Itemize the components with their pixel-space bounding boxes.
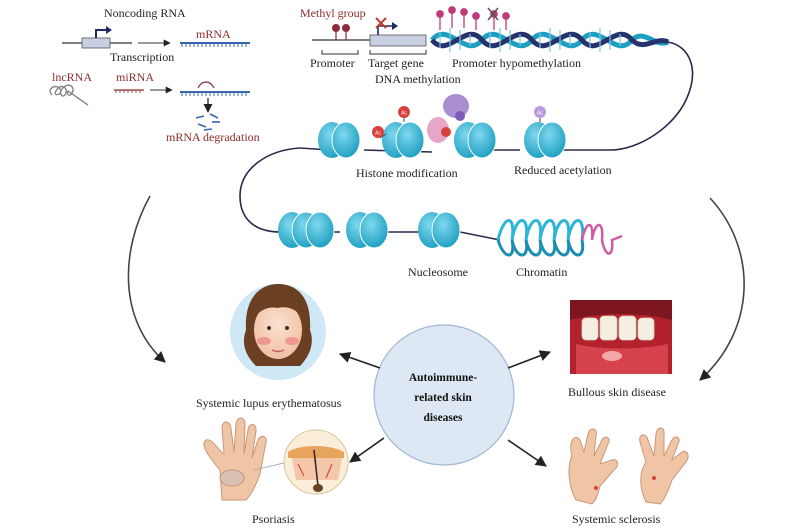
nucleosome-icon xyxy=(418,211,461,249)
acetyl-mark-icon: Ac xyxy=(534,106,546,122)
label-histone-modification: Histone modification xyxy=(356,166,458,180)
lupus-face-illustration xyxy=(230,284,326,380)
transcription-start-icon xyxy=(95,29,108,38)
label-target-gene: Target gene xyxy=(368,56,424,70)
dna-methylation-panel xyxy=(312,17,427,55)
psoriasis-hand-illustration xyxy=(203,417,289,501)
lncrna-icon xyxy=(49,84,89,106)
svg-text:Ac: Ac xyxy=(401,111,407,117)
label-nucleosome: Nucleosome xyxy=(408,265,468,279)
nucleosome-icon xyxy=(454,121,497,159)
label-dna-methylation: DNA methylation xyxy=(375,72,461,86)
degraded-mrna-fragments-icon xyxy=(195,113,220,131)
acetyl-mark-icon: Ac xyxy=(372,126,387,139)
left-flow-arrow xyxy=(127,195,166,363)
label-methyl-group: Methyl group xyxy=(300,6,366,20)
center-title-line-3: diseases xyxy=(423,412,463,424)
nucleosome-icon xyxy=(278,211,335,249)
blocked-transcription-icon xyxy=(375,17,387,29)
methyl-group-icon xyxy=(332,24,350,40)
label-promoter: Promoter xyxy=(310,56,355,70)
methyl-group-cluster-icon xyxy=(436,6,510,30)
arrow-to-sclerosis xyxy=(507,439,547,467)
nucleosome-icon xyxy=(318,121,361,159)
noncoding-rna-panel xyxy=(49,26,250,131)
right-flow-arrow xyxy=(699,197,745,381)
sclerosis-hands-illustration xyxy=(568,427,689,505)
arrow-to-psoriasis xyxy=(349,437,385,463)
arrow-to-bullous xyxy=(507,350,552,369)
center-title-line-1: Autoimmune- xyxy=(408,372,478,384)
center-title: Autoimmune- related skin diseases xyxy=(388,368,498,428)
bullous-mouth-photo xyxy=(570,300,672,374)
acetyl-mark-icon: Ac xyxy=(398,106,410,122)
arrow-to-sle xyxy=(338,352,381,369)
center-circle xyxy=(373,324,515,466)
label-mirna: miRNA xyxy=(116,70,155,84)
svg-text:Ac: Ac xyxy=(375,131,381,137)
label-promoter-hypomethylation: Promoter hypomethylation xyxy=(452,56,581,70)
nucleosome-icon xyxy=(382,121,425,159)
chromatin-coil-icon xyxy=(496,219,623,257)
dna-backbone-connector xyxy=(609,41,694,151)
label-systemic-sclerosis: Systemic sclerosis xyxy=(572,512,661,526)
nucleosome-row-chromatin xyxy=(278,211,623,257)
label-reduced-acetylation: Reduced acetylation xyxy=(514,163,612,177)
label-psoriasis: Psoriasis xyxy=(252,512,295,526)
mirna-icon xyxy=(114,89,144,93)
label-mrna-degradation: mRNA degradation xyxy=(166,130,260,144)
label-bullous: Bullous skin disease xyxy=(568,385,666,399)
label-sle: Systemic lupus erythematosus xyxy=(196,396,342,410)
svg-text:Ac: Ac xyxy=(537,111,543,117)
center-title-line-2: related skin xyxy=(414,392,472,404)
gene-box xyxy=(81,37,111,49)
mrna-strand-icon xyxy=(180,42,250,47)
dna-backbone-connector-2 xyxy=(239,147,301,233)
psoriasis-skin-section-icon xyxy=(283,429,349,495)
histone-modifier-enzyme-icon xyxy=(427,94,469,143)
nucleosome-icon xyxy=(346,211,389,249)
label-noncoding-rna: Noncoding RNA xyxy=(104,6,186,20)
label-chromatin: Chromatin xyxy=(516,265,568,279)
label-lncrna: lncRNA xyxy=(52,70,92,84)
removed-methyl-icon xyxy=(487,7,499,21)
label-mrna: mRNA xyxy=(196,27,231,41)
target-gene-box xyxy=(369,34,427,47)
dna-double-helix xyxy=(430,6,670,52)
nucleosome-row-histone: Ac Ac Ac xyxy=(318,94,567,159)
mirna-bound-mrna-icon xyxy=(180,81,250,96)
nucleosome-icon xyxy=(524,121,567,159)
label-transcription: Transcription xyxy=(110,50,175,64)
